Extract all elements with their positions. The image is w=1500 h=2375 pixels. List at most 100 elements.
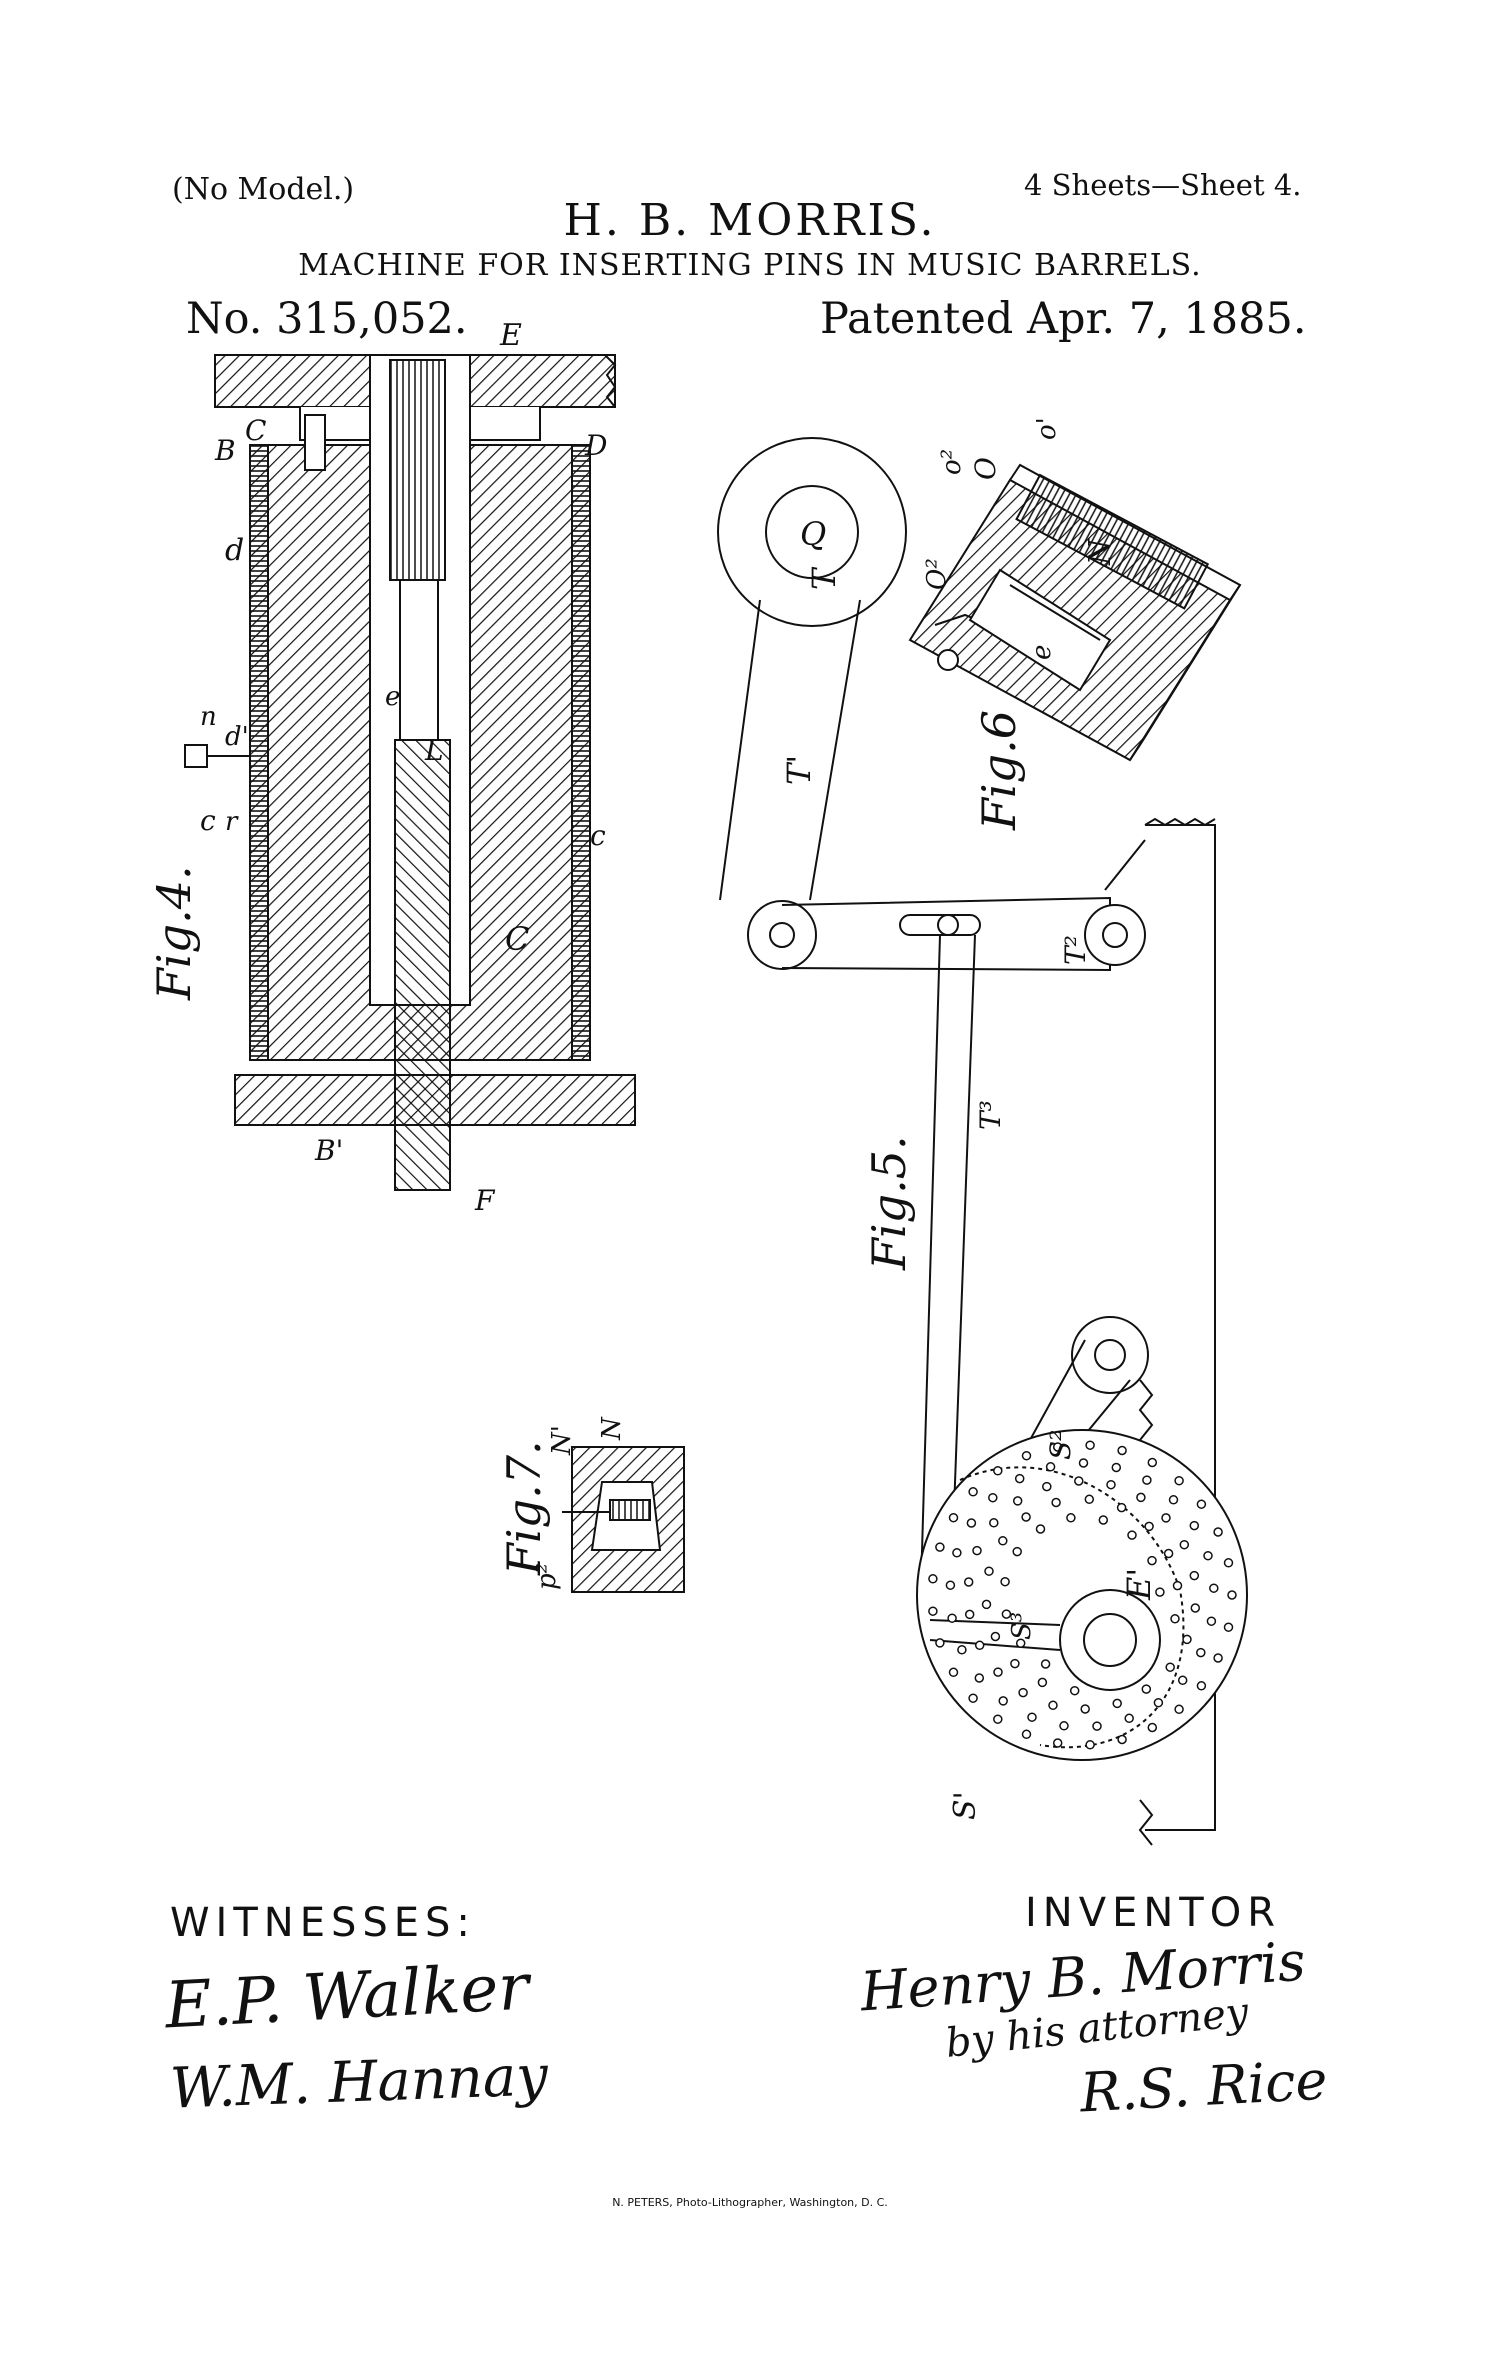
disc-hole	[994, 1467, 1002, 1475]
label-L: L	[424, 734, 444, 767]
disc-hole	[1179, 1676, 1187, 1684]
disc-hole	[1191, 1604, 1199, 1612]
disc-hole	[1019, 1689, 1027, 1697]
disc-hole	[948, 1614, 956, 1622]
label-T2: T²	[1059, 935, 1092, 965]
disc-hole	[1043, 1483, 1051, 1491]
figure-4-label: Fig.4.	[147, 865, 201, 1001]
label-o2: o²	[937, 449, 967, 475]
label-B: B	[214, 434, 236, 467]
disc-hole	[1190, 1572, 1198, 1580]
disc-hole	[1225, 1623, 1233, 1631]
disc-hole	[1183, 1635, 1191, 1643]
label-Q: Q	[800, 515, 826, 553]
disc-hole	[1128, 1531, 1136, 1539]
disc-hole	[1171, 1615, 1179, 1623]
disc-hole	[976, 1641, 984, 1649]
disc-hole	[1023, 1452, 1031, 1460]
disc-hole	[1086, 1741, 1094, 1749]
figure-4-drawing	[185, 355, 635, 1190]
label-T-prime: T'	[780, 755, 818, 785]
disc-hole	[969, 1488, 977, 1496]
disc-hole	[1207, 1617, 1215, 1625]
disc-hole	[1225, 1559, 1233, 1567]
disc-hole	[1086, 1441, 1094, 1449]
disc-hole	[953, 1549, 961, 1557]
disc-hole	[1197, 1682, 1205, 1690]
disc-hole	[1197, 1500, 1205, 1508]
disc-hole	[991, 1633, 999, 1641]
figure-6-label: Fig.6	[972, 710, 1026, 831]
disc-hole	[1047, 1463, 1055, 1471]
disc-hole	[1137, 1493, 1145, 1501]
label-c-right: c	[590, 819, 606, 852]
disc-hole	[1214, 1528, 1222, 1536]
disc-hole	[1228, 1591, 1236, 1599]
disc-hole	[1154, 1699, 1162, 1707]
disc-hole	[1125, 1714, 1133, 1722]
disc-hole	[999, 1697, 1007, 1705]
disc-hole	[1112, 1464, 1120, 1472]
disc-hole	[966, 1610, 974, 1618]
disc-hole	[1145, 1522, 1153, 1530]
label-D: D	[584, 429, 607, 462]
disc-hole	[1165, 1550, 1173, 1558]
disc-hole	[1054, 1739, 1062, 1747]
disc-hole	[1204, 1552, 1212, 1560]
disc-hole	[1093, 1722, 1101, 1730]
disc-hole	[1080, 1459, 1088, 1467]
disc-hole	[1107, 1481, 1115, 1489]
label-N: N	[1083, 537, 1118, 566]
disc-hole	[965, 1578, 973, 1586]
disc-hole	[958, 1646, 966, 1654]
disc-hole	[1075, 1477, 1083, 1485]
disc-hole	[1180, 1541, 1188, 1549]
label-C-lower: C	[505, 920, 529, 958]
disc-hole	[999, 1537, 1007, 1545]
label-B-prime: B'	[314, 1134, 343, 1167]
disc-hole	[1113, 1699, 1121, 1707]
disc-hole	[1067, 1514, 1075, 1522]
witness-2-signature: W.M. Hannay	[169, 2043, 549, 2121]
disc-hole	[973, 1547, 981, 1555]
disc-hole	[1190, 1522, 1198, 1530]
disc-hole	[1118, 1736, 1126, 1744]
label-S2: S²	[1044, 1430, 1077, 1460]
label-E: E	[499, 318, 522, 353]
disc-hole	[1175, 1477, 1183, 1485]
disc-hole	[1170, 1496, 1178, 1504]
disc-hole	[1028, 1713, 1036, 1721]
disc-hole	[936, 1543, 944, 1551]
label-d: d	[225, 533, 244, 568]
disc-hole	[994, 1715, 1002, 1723]
label-E-prime: E'	[1120, 1568, 1158, 1601]
disc-hole	[969, 1694, 977, 1702]
disc-hole	[1162, 1514, 1170, 1522]
disc-hole	[950, 1668, 958, 1676]
disc-hole	[989, 1494, 997, 1502]
disc-hole	[1060, 1722, 1068, 1730]
disc-hole	[1142, 1685, 1150, 1693]
label-N-fig7: N	[597, 1416, 627, 1441]
disc-hole	[950, 1514, 958, 1522]
label-d-prime: d'	[225, 722, 249, 752]
label-N-prime: N'	[547, 1425, 577, 1456]
attorney-signature: R.S. Rice	[1079, 2049, 1329, 2125]
disc-hole	[1023, 1730, 1031, 1738]
inventor-label: INVENTOR	[1025, 1890, 1281, 1936]
disc-hole	[929, 1575, 937, 1583]
disc-hole	[936, 1639, 944, 1647]
disc-hole	[1037, 1525, 1045, 1533]
disc-hole	[975, 1674, 983, 1682]
disc-hole	[1001, 1578, 1009, 1586]
figure-7-label: Fig.7.	[497, 1440, 551, 1576]
disc-hole	[1013, 1548, 1021, 1556]
disc-hole	[1085, 1495, 1093, 1503]
disc-hole	[1022, 1513, 1030, 1521]
disc-hole	[1174, 1582, 1182, 1590]
disc-hole	[1214, 1654, 1222, 1662]
label-F: F	[474, 1184, 496, 1217]
disc-hole	[1166, 1663, 1174, 1671]
disc-hole	[1175, 1705, 1183, 1713]
disc-hole	[1118, 1504, 1126, 1512]
